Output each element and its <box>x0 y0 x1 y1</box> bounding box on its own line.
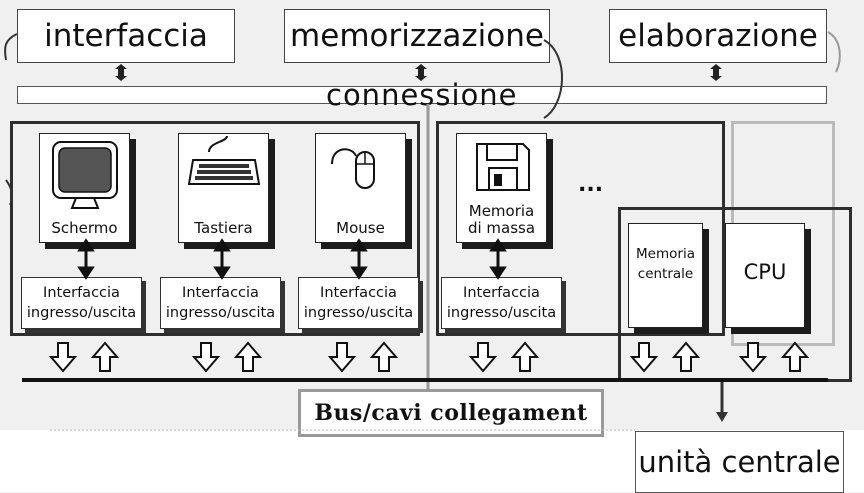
top-arrows <box>115 64 722 81</box>
memorizzazione-box: memorizzazione <box>284 9 550 63</box>
interfaccia-box: interfaccia <box>17 9 235 63</box>
memorizzazione-label: memorizzazione <box>290 18 544 54</box>
ellipsis: ... <box>578 172 604 197</box>
interfaccia-schermo: Interfaccia ingresso/uscita <box>21 277 142 329</box>
left-curve-top <box>4 33 18 61</box>
memorizzazione-curve <box>543 39 563 119</box>
interfaccia-memoria-massa: Interfaccia ingresso/uscita <box>441 277 562 329</box>
bus-arrows <box>48 341 810 373</box>
memoria-massa-device: Memoria di massa <box>456 133 547 243</box>
elaborazione-curve <box>827 31 841 73</box>
storage-group-frame <box>436 121 725 336</box>
arrow-interfaccia <box>115 64 127 81</box>
unita-centrale-box: unità centrale <box>635 431 844 493</box>
monitor-icon <box>52 141 118 209</box>
arrow-elaborazione <box>710 64 722 81</box>
mouse-device: Mouse <box>315 133 406 243</box>
memoria-massa-label: Memoria di massa <box>467 202 536 237</box>
schermo-label: Schermo <box>51 219 118 237</box>
memoria-centrale-label: Memoria centrale <box>636 246 695 282</box>
interfaccia-label: interfaccia <box>44 18 208 54</box>
connessione-bar <box>17 86 827 104</box>
elaborazione-label: elaborazione <box>618 18 818 54</box>
cpu-label: CPU <box>743 260 787 284</box>
memoria-centrale-box: Memoria centrale <box>628 223 703 328</box>
tastiera-device: Tastiera <box>178 133 269 243</box>
mouse-icon <box>331 148 375 189</box>
keyboard-icon <box>187 135 261 185</box>
tastiera-label: Tastiera <box>194 219 253 237</box>
mouse-label: Mouse <box>336 219 385 237</box>
interfaccia-tastiera: Interfaccia ingresso/uscita <box>160 277 281 329</box>
floppy-disk-icon <box>476 143 530 191</box>
bus-label: Bus/cavi collegament <box>314 400 588 426</box>
arrow-memorizzazione <box>415 64 427 81</box>
io-group-frame <box>10 121 420 336</box>
left-curve-bottom <box>5 179 14 206</box>
schermo-device: Schermo <box>39 133 130 243</box>
elaborazione-box: elaborazione <box>609 9 827 63</box>
bus-box: Bus/cavi collegament <box>298 389 604 437</box>
cpu-box: CPU <box>725 223 805 328</box>
unita-centrale-label: unità centrale <box>638 445 841 479</box>
connessione-label: connessione <box>326 78 518 112</box>
